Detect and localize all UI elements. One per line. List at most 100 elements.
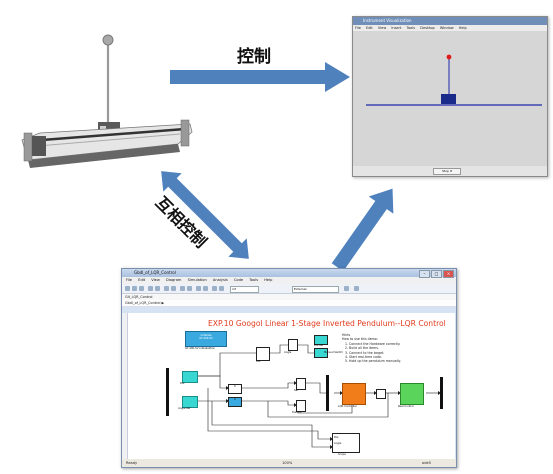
menu-view[interactable]: View (151, 278, 160, 282)
simulation-mode-select[interactable]: External (292, 285, 339, 293)
viz-window-title: Instrument Visualization (353, 17, 547, 25)
hint-step: 4. Start real-time code. (345, 355, 382, 360)
simulink-window: Gbdl_of_LQR_Control – □ × File Edit View… (121, 268, 457, 468)
real-control-label: Real Control (398, 405, 414, 408)
pos-gain-block[interactable]: K (228, 384, 242, 394)
viz-menu-desktop[interactable]: Desktop (420, 26, 435, 30)
breadcrumb[interactable]: Gbdl_of_LQR_Control ▶ (122, 300, 456, 307)
hint-step: 2. Build all the items. (345, 346, 379, 351)
initialize-block[interactable]: Initialize GT-400-SV (185, 331, 227, 347)
status-solver: ode5 (422, 461, 431, 465)
lqr-controller-label: LQR Controller (338, 405, 357, 408)
menu-edit[interactable]: Edit (138, 278, 146, 282)
menu-diagram[interactable]: Diagram (165, 278, 182, 282)
pos-source-label: Pos (180, 382, 185, 385)
simulink-status-bar: Ready 100% ode5 (122, 459, 456, 467)
angle-ref-label: Angle Ref (178, 407, 191, 410)
pos-ref-block-2[interactable] (314, 348, 328, 358)
angle-source-block[interactable] (182, 396, 198, 408)
initialize-subtext: GT-400-SV (199, 337, 213, 340)
stop-button[interactable]: Stop It (433, 168, 461, 175)
minimize-button[interactable]: – (419, 270, 430, 278)
debug-icon[interactable] (344, 286, 349, 291)
control-label: 控制 (237, 47, 271, 67)
mux-right[interactable] (440, 377, 443, 409)
viz-menu-view[interactable]: View (377, 26, 387, 30)
scope-angle-input: Angle (334, 442, 342, 445)
hints-note: Hints How to use this demo: 1. Connect t… (342, 333, 401, 364)
forward-icon[interactable] (171, 286, 176, 291)
library-browser-icon[interactable] (180, 286, 185, 291)
pos-ref-label: Pos Ref (314, 344, 324, 347)
back-icon[interactable] (164, 286, 169, 291)
redo-icon[interactable] (155, 286, 160, 291)
simulink-menu-bar: File Edit View Diagram Simulation Analys… (122, 277, 456, 284)
model-explorer-icon[interactable] (187, 286, 192, 291)
menu-help[interactable]: Help (264, 278, 273, 282)
status-ready: Ready (126, 461, 138, 465)
disturb-block[interactable] (296, 400, 306, 412)
save-icon[interactable] (139, 286, 144, 291)
left-palette (122, 313, 128, 459)
pos-block[interactable] (256, 347, 270, 361)
model-tab[interactable]: Glt_LQR_Control (122, 294, 456, 300)
initialize-label: GT-400-SV Initialization (185, 347, 216, 350)
scope-block[interactable]: Pos Angle (332, 433, 360, 453)
stop-time-field[interactable]: inf (230, 285, 259, 293)
menu-file[interactable]: File (126, 278, 133, 282)
model-title: EXP.10 Googol Linear 1-Stage Inverted Pe… (208, 319, 446, 328)
pendulum-bob (446, 54, 452, 60)
open-icon[interactable] (132, 286, 137, 291)
new-model-icon[interactable] (125, 286, 130, 291)
scope-pos-input: Pos (334, 436, 339, 439)
angle-block[interactable] (288, 339, 298, 351)
hints-heading: Hints (342, 333, 351, 337)
visualization-window: Instrument Visualization File Edit View … (352, 16, 548, 177)
simulink-window-title: Gbdl_of_LQR_Control (122, 269, 456, 277)
initialize-text: Initialize (200, 334, 212, 337)
scope-label: Scope (338, 453, 346, 456)
sat-block[interactable] (296, 378, 306, 390)
undo-icon[interactable] (148, 286, 153, 291)
hint-step: 5. Hold up the pendulum manually. (345, 359, 401, 364)
build-icon[interactable] (196, 286, 201, 291)
pos-ref-block[interactable] (314, 335, 328, 345)
viz-menu-window[interactable]: Window (439, 26, 454, 30)
angle-gain-block[interactable]: K (228, 397, 242, 407)
menu-analysis[interactable]: Analysis (212, 278, 228, 282)
stop-icon[interactable] (219, 286, 224, 291)
lqr-controller-block[interactable] (342, 383, 366, 405)
angle-gain-text: K (234, 398, 236, 401)
mux-left[interactable] (166, 368, 169, 416)
angle-block-label: Angle (284, 351, 292, 354)
menu-simulation[interactable]: Simulation (187, 278, 207, 282)
viz-menu-help[interactable]: Help (458, 26, 467, 30)
close-button[interactable]: × (443, 270, 454, 278)
connect-icon[interactable] (203, 286, 208, 291)
control-arrow (170, 62, 350, 92)
viz-menu-edit[interactable]: Edit (365, 26, 373, 30)
maximize-button[interactable]: □ (431, 270, 442, 278)
real-control-block[interactable] (400, 383, 424, 405)
viz-menu-tools[interactable]: Tools (406, 26, 416, 30)
menu-code[interactable]: Code (233, 278, 244, 282)
pos-gain-text: K (234, 385, 236, 388)
pos-source-block[interactable] (182, 371, 198, 383)
signal-wires (196, 344, 441, 449)
hints-intro: How to use this demo: (342, 337, 378, 342)
status-zoom: 100% (282, 461, 293, 465)
viz-menu-insert[interactable]: Insert (391, 26, 402, 30)
window-controls: – □ × (419, 270, 454, 278)
run-icon[interactable] (212, 286, 217, 291)
viz-menu-file[interactable]: File (355, 26, 361, 30)
settings-icon[interactable] (354, 286, 359, 291)
mutual-control-arrow (161, 171, 249, 259)
pendulum-animation-canvas (354, 31, 546, 166)
menu-tools[interactable]: Tools (249, 278, 259, 282)
simulink-toolbar: inf External (122, 284, 456, 294)
saturation-block[interactable] (376, 389, 386, 399)
hint-step: 3. Connect to the target. (345, 350, 385, 355)
mux-middle[interactable] (326, 375, 329, 411)
cart-shape (441, 94, 456, 104)
model-canvas: EXP.10 Googol Linear 1-Stage Inverted Pe… (128, 313, 455, 459)
